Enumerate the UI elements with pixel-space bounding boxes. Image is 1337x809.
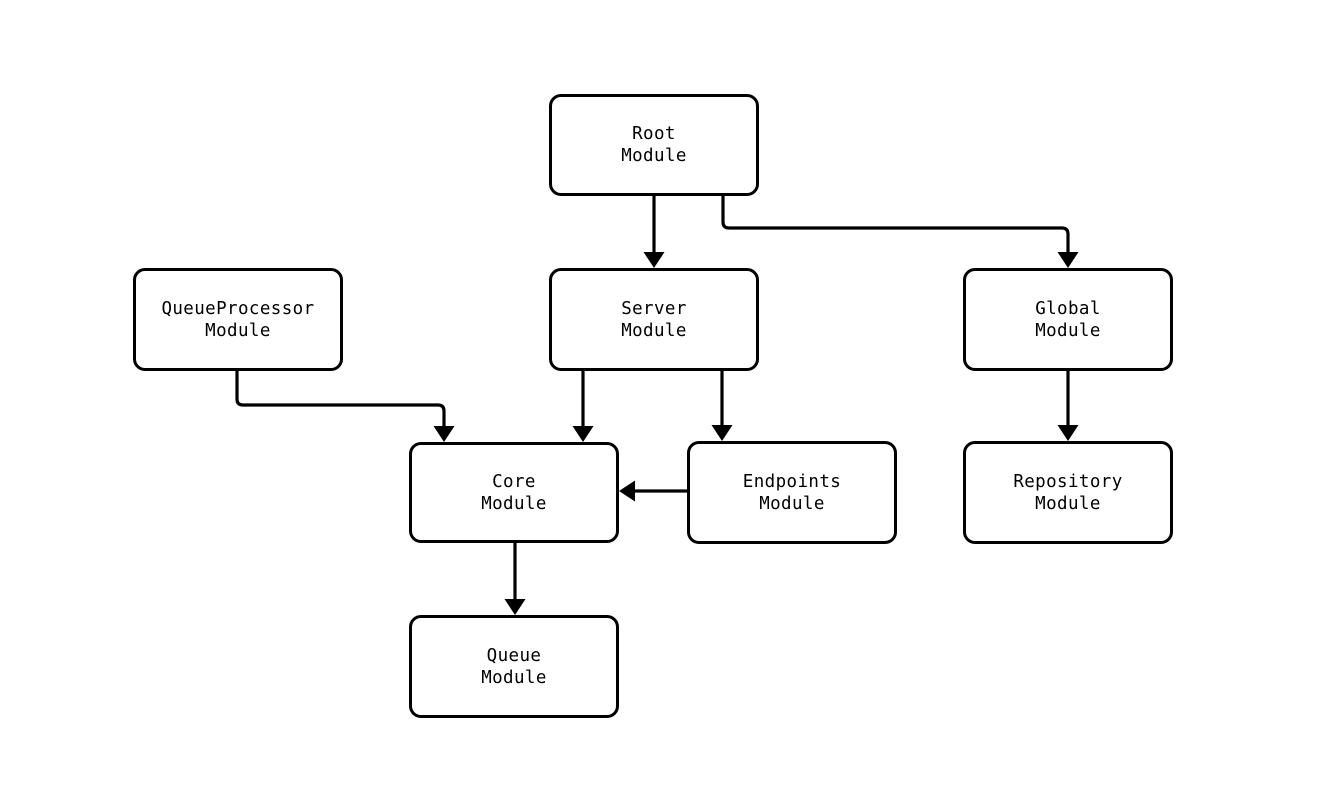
node-endpoints[interactable]: Endpoints Module [687,441,897,544]
arrowhead-queueprocessor-to-core [433,426,455,442]
node-core[interactable]: Core Module [409,442,619,543]
node-label-queue: Queue Module [481,645,547,688]
arrowhead-root-to-global [1057,252,1079,268]
arrowhead-server-to-endpoints [711,425,733,441]
node-label-server: Server Module [621,298,687,341]
node-root[interactable]: Root Module [549,94,759,196]
node-label-global: Global Module [1035,298,1101,341]
arrowhead-server-to-core [572,426,594,442]
node-queue[interactable]: Queue Module [409,615,619,718]
node-label-root: Root Module [621,124,687,166]
arrowhead-global-to-repository [1057,425,1079,441]
node-queueprocessor[interactable]: QueueProcessor Module [133,268,343,371]
edge-queueprocessor-to-core [235,371,446,427]
node-repository[interactable]: Repository Module [963,441,1173,544]
node-label-core: Core Module [481,471,547,514]
arrowhead-core-to-queue [504,599,526,615]
node-server[interactable]: Server Module [549,268,759,371]
node-label-queueprocessor: QueueProcessor Module [161,298,315,341]
arrowhead-endpoints-to-core [619,480,635,502]
node-label-endpoints: Endpoints Module [742,471,842,514]
node-global[interactable]: Global Module [963,268,1173,371]
node-label-repository: Repository Module [1013,471,1123,514]
edge-root-to-global [721,196,1070,253]
arrowhead-root-to-server [643,252,665,268]
